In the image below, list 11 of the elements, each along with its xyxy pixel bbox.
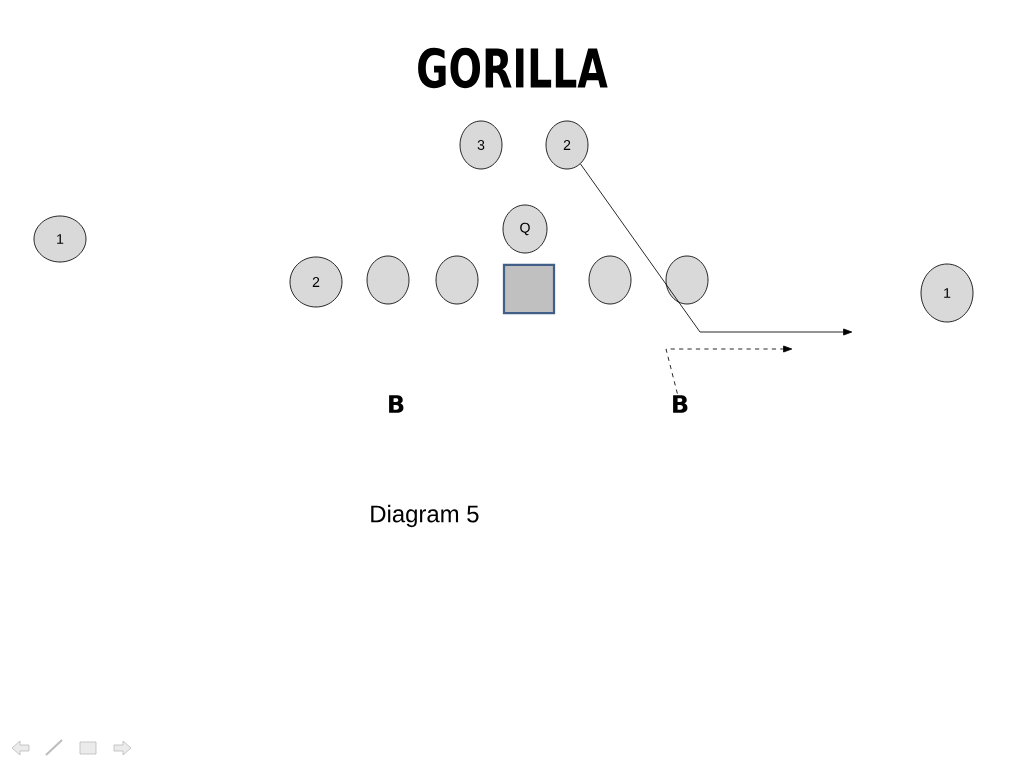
player-circle <box>588 255 632 305</box>
title: GORILLA <box>418 47 608 89</box>
player-letter: B <box>389 395 404 413</box>
route-arrow <box>580 163 853 336</box>
center-square <box>502 263 556 315</box>
caption: Diagram 5 <box>371 504 479 528</box>
player-circle <box>366 255 410 305</box>
dashed-route-arrow <box>665 345 793 395</box>
player-circle <box>435 255 479 305</box>
player-circle <box>665 255 709 305</box>
player-letter: B <box>673 395 688 413</box>
